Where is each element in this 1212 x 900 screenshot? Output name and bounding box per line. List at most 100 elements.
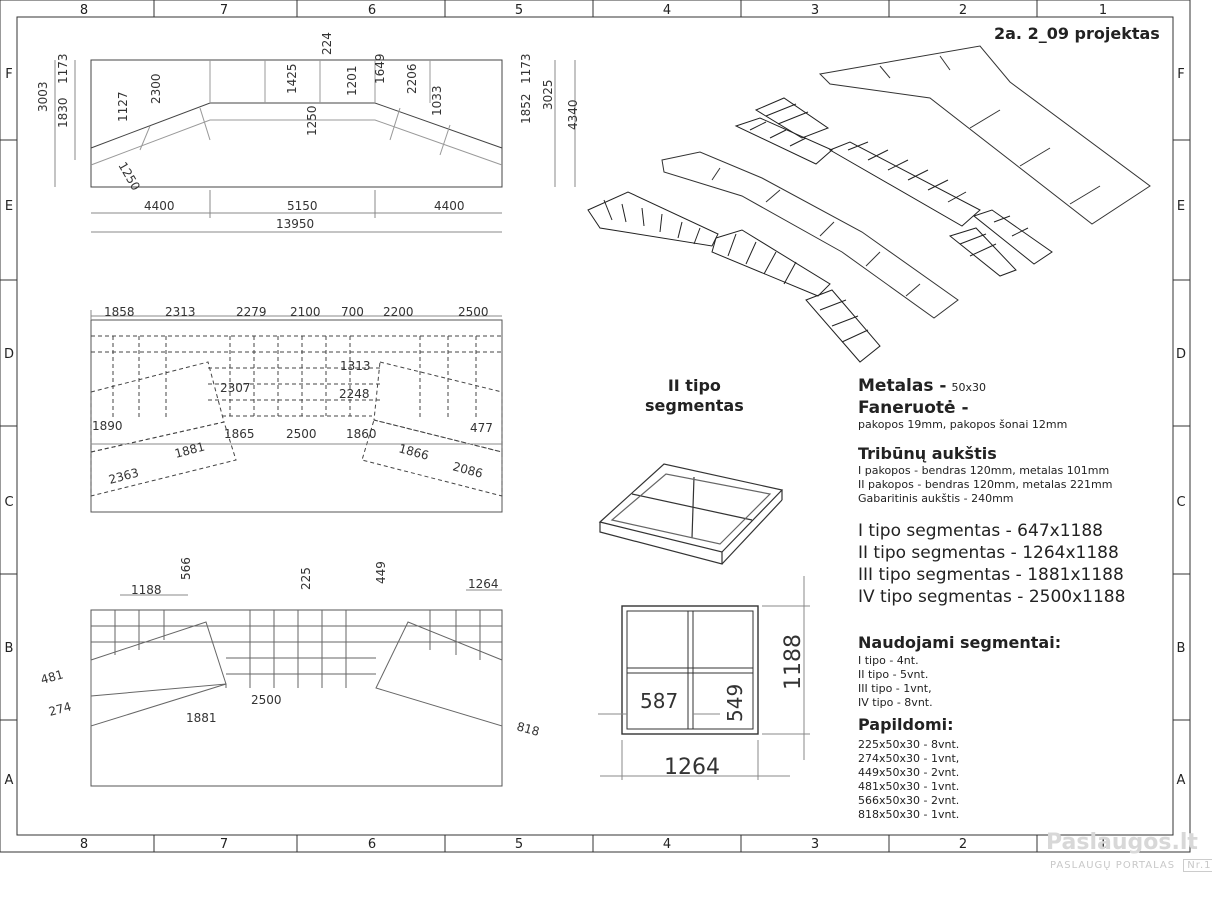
dim-label: 1852 <box>519 93 533 124</box>
dim-label: 700 <box>341 305 364 319</box>
col-label: 7 <box>220 3 228 18</box>
dim-label: 1188 <box>131 583 162 597</box>
height-line: Gabaritinis aukštis - 240mm <box>858 492 1014 505</box>
dim-label: 2500 <box>251 693 282 707</box>
dim-label: 818 <box>515 719 541 738</box>
used-line: III tipo - 1vnt, <box>858 682 932 695</box>
col-label: 6 <box>368 3 376 18</box>
plywood-heading: Faneruotė - <box>858 398 969 418</box>
extra-line: 274x50x30 - 1vnt, <box>858 752 960 765</box>
height-line: I pakopos - bendras 120mm, metalas 101mm <box>858 464 1110 477</box>
segment-inner-width: 587 <box>640 689 678 713</box>
dim-total: 13950 <box>276 217 314 231</box>
dim-label: 481 <box>39 667 65 686</box>
row-label: C <box>1176 495 1185 510</box>
col-label: 2 <box>959 3 967 18</box>
segment-type: III tipo segmentas - 1881x1188 <box>858 565 1124 585</box>
row-label: F <box>1177 67 1184 82</box>
dim-label: 2206 <box>405 63 419 94</box>
dim-label: 4400 <box>434 199 465 213</box>
dim-label: 1858 <box>104 305 135 319</box>
height-list: I pakopos - bendras 120mm, metalas 101mm… <box>858 464 1112 506</box>
row-label: A <box>5 773 14 788</box>
row-label: B <box>1177 641 1186 656</box>
dim-label: 2100 <box>290 305 321 319</box>
used-line: I tipo - 4nt. <box>858 654 919 667</box>
col-label: 5 <box>515 3 523 18</box>
watermark-number: Nr.1 <box>1183 859 1212 872</box>
height-line: II pakopos - bendras 120mm, metalas 221m… <box>858 478 1113 491</box>
row-label: F <box>5 67 12 82</box>
mid-view <box>90 310 503 513</box>
isometric-assembly <box>587 45 1151 363</box>
col-label: 8 <box>80 837 88 852</box>
used-list: I tipo - 4nt. II tipo - 5vnt. III tipo -… <box>858 654 933 710</box>
extra-list: 225x50x30 - 8vnt. 274x50x30 - 1vnt, 449x… <box>858 738 959 822</box>
dim-label: 477 <box>470 421 493 435</box>
top-view <box>54 59 576 233</box>
dim-label: 1313 <box>340 359 371 373</box>
segment-label-line2: segmentas <box>645 396 744 415</box>
watermark-tagline: PASLAUGŲ PORTALAS <box>1050 860 1176 871</box>
row-label: D <box>4 347 14 362</box>
dim-label: 2248 <box>339 387 370 401</box>
col-label: 3 <box>811 837 819 852</box>
dim-label: 225 <box>299 567 313 590</box>
dim-label: 3003 <box>36 81 50 112</box>
dim-label: 1866 <box>397 441 430 462</box>
dim-label: 2313 <box>165 305 196 319</box>
col-label: 4 <box>663 3 671 18</box>
dim-label: 1890 <box>92 419 123 433</box>
col-label: 8 <box>80 3 88 18</box>
extra-heading: Papildomi: <box>858 715 954 734</box>
dim-label: 4400 <box>144 199 175 213</box>
dim-label: 1033 <box>430 85 444 116</box>
segment-label-line1: II tipo <box>667 376 721 395</box>
dim-label: 2500 <box>458 305 489 319</box>
dim-label: 566 <box>179 557 193 580</box>
dim-label: 2307 <box>220 381 251 395</box>
dim-label: 1264 <box>468 577 499 591</box>
height-heading: Tribūnų aukštis <box>858 444 997 463</box>
segment-3d <box>598 463 784 565</box>
row-label: B <box>5 641 14 656</box>
segment-type: IV tipo segmentas - 2500x1188 <box>858 587 1126 607</box>
segment-width: 1264 <box>664 755 720 780</box>
dim-label: 2363 <box>107 465 140 486</box>
dim-label: 1173 <box>519 53 533 84</box>
extra-line: 818x50x30 - 1vnt. <box>858 808 960 821</box>
drawing-title: 2a. 2_09 projektas <box>994 24 1160 43</box>
dim-label: 2200 <box>383 305 414 319</box>
metal-heading: Metalas - <box>858 376 947 396</box>
dim-label: 4340 <box>566 99 580 130</box>
watermark-tag: PASLAUGŲ PORTALAS Nr.1 <box>1050 859 1212 872</box>
row-label: C <box>4 495 13 510</box>
segment-label: II tipo segmentas <box>645 376 744 416</box>
dim-label: 2500 <box>286 427 317 441</box>
spec-metal: Metalas - 50x30 <box>858 376 986 396</box>
col-label: 7 <box>220 837 228 852</box>
extra-line: 481x50x30 - 1vnt. <box>858 780 960 793</box>
dim-label: 2086 <box>451 459 484 480</box>
dim-label: 5150 <box>287 199 318 213</box>
col-label: 1 <box>1099 3 1107 18</box>
dim-label: 2300 <box>149 73 163 104</box>
col-label: 2 <box>959 837 967 852</box>
dim-label: 1865 <box>224 427 255 441</box>
dim-label: 1201 <box>345 65 359 96</box>
plywood-value: pakopos 19mm, pakopos šonai 12mm <box>858 418 1068 431</box>
used-heading: Naudojami segmentai: <box>858 633 1062 652</box>
dim-label: 1250 <box>305 105 319 136</box>
dim-label: 1127 <box>116 91 130 122</box>
segment-detail <box>598 576 810 780</box>
metal-value: 50x30 <box>951 381 987 394</box>
dim-label: 1881 <box>186 711 217 725</box>
dim-label: 1425 <box>285 63 299 94</box>
col-label: 3 <box>811 3 819 18</box>
used-line: II tipo - 5vnt. <box>858 668 929 681</box>
used-line: IV tipo - 8vnt. <box>858 696 933 709</box>
dim-label: 1649 <box>373 53 387 84</box>
dim-label: 1860 <box>346 427 377 441</box>
dim-label: 449 <box>374 561 388 584</box>
